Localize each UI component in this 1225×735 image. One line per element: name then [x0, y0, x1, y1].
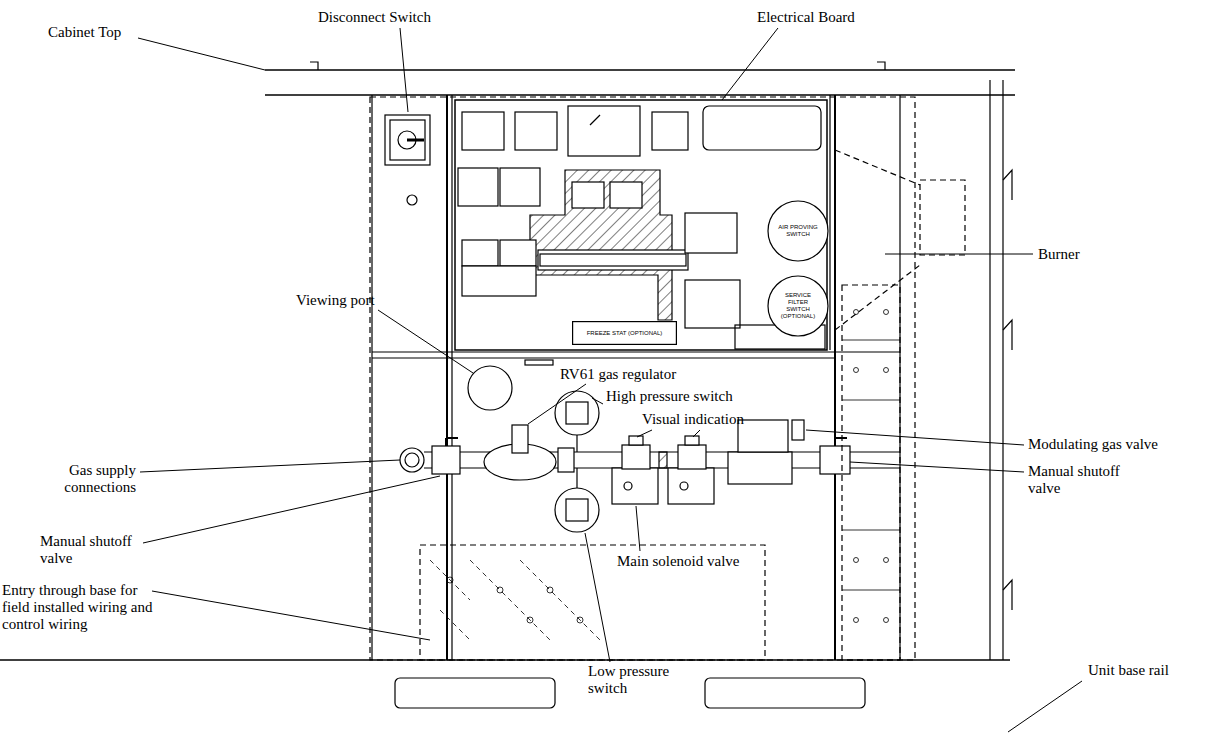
component-box: FREEZE STAT (OPTIONAL)	[572, 321, 677, 345]
callout-label: Gas supply connections	[38, 462, 136, 496]
callout-label: Modulating gas valve	[1028, 436, 1158, 453]
callout-label: Viewing port	[296, 292, 375, 309]
switch-circle: AIR PROVING SWITCH	[767, 200, 829, 262]
component-label: AIR PROVING SWITCH	[776, 224, 820, 238]
callout-label: Low pressure switch	[588, 663, 680, 697]
callout-label: Unit base rail	[1088, 662, 1169, 679]
callout-label: Manual shutoff valve	[40, 533, 145, 567]
callout-label: Manual shutoff valve	[1028, 463, 1133, 497]
callout-label: Electrical Board	[757, 9, 855, 26]
callout-label: RV61 gas regulator	[560, 366, 676, 383]
callout-label: High pressure switch	[606, 388, 733, 405]
component-label: SERVICE FILTER SWITCH (OPTIONAL)	[776, 292, 820, 320]
callout-label: Cabinet Top	[48, 24, 121, 41]
callout-label: Main solenoid valve	[617, 553, 739, 570]
callout-label: Burner	[1038, 246, 1080, 263]
callout-label: Visual indication	[642, 411, 744, 428]
switch-circle: SERVICE FILTER SWITCH (OPTIONAL)	[767, 275, 829, 337]
component-label: FREEZE STAT (OPTIONAL)	[587, 330, 663, 337]
callout-label: Disconnect Switch	[318, 9, 431, 26]
callout-label: Entry through base for field installed w…	[2, 582, 154, 633]
